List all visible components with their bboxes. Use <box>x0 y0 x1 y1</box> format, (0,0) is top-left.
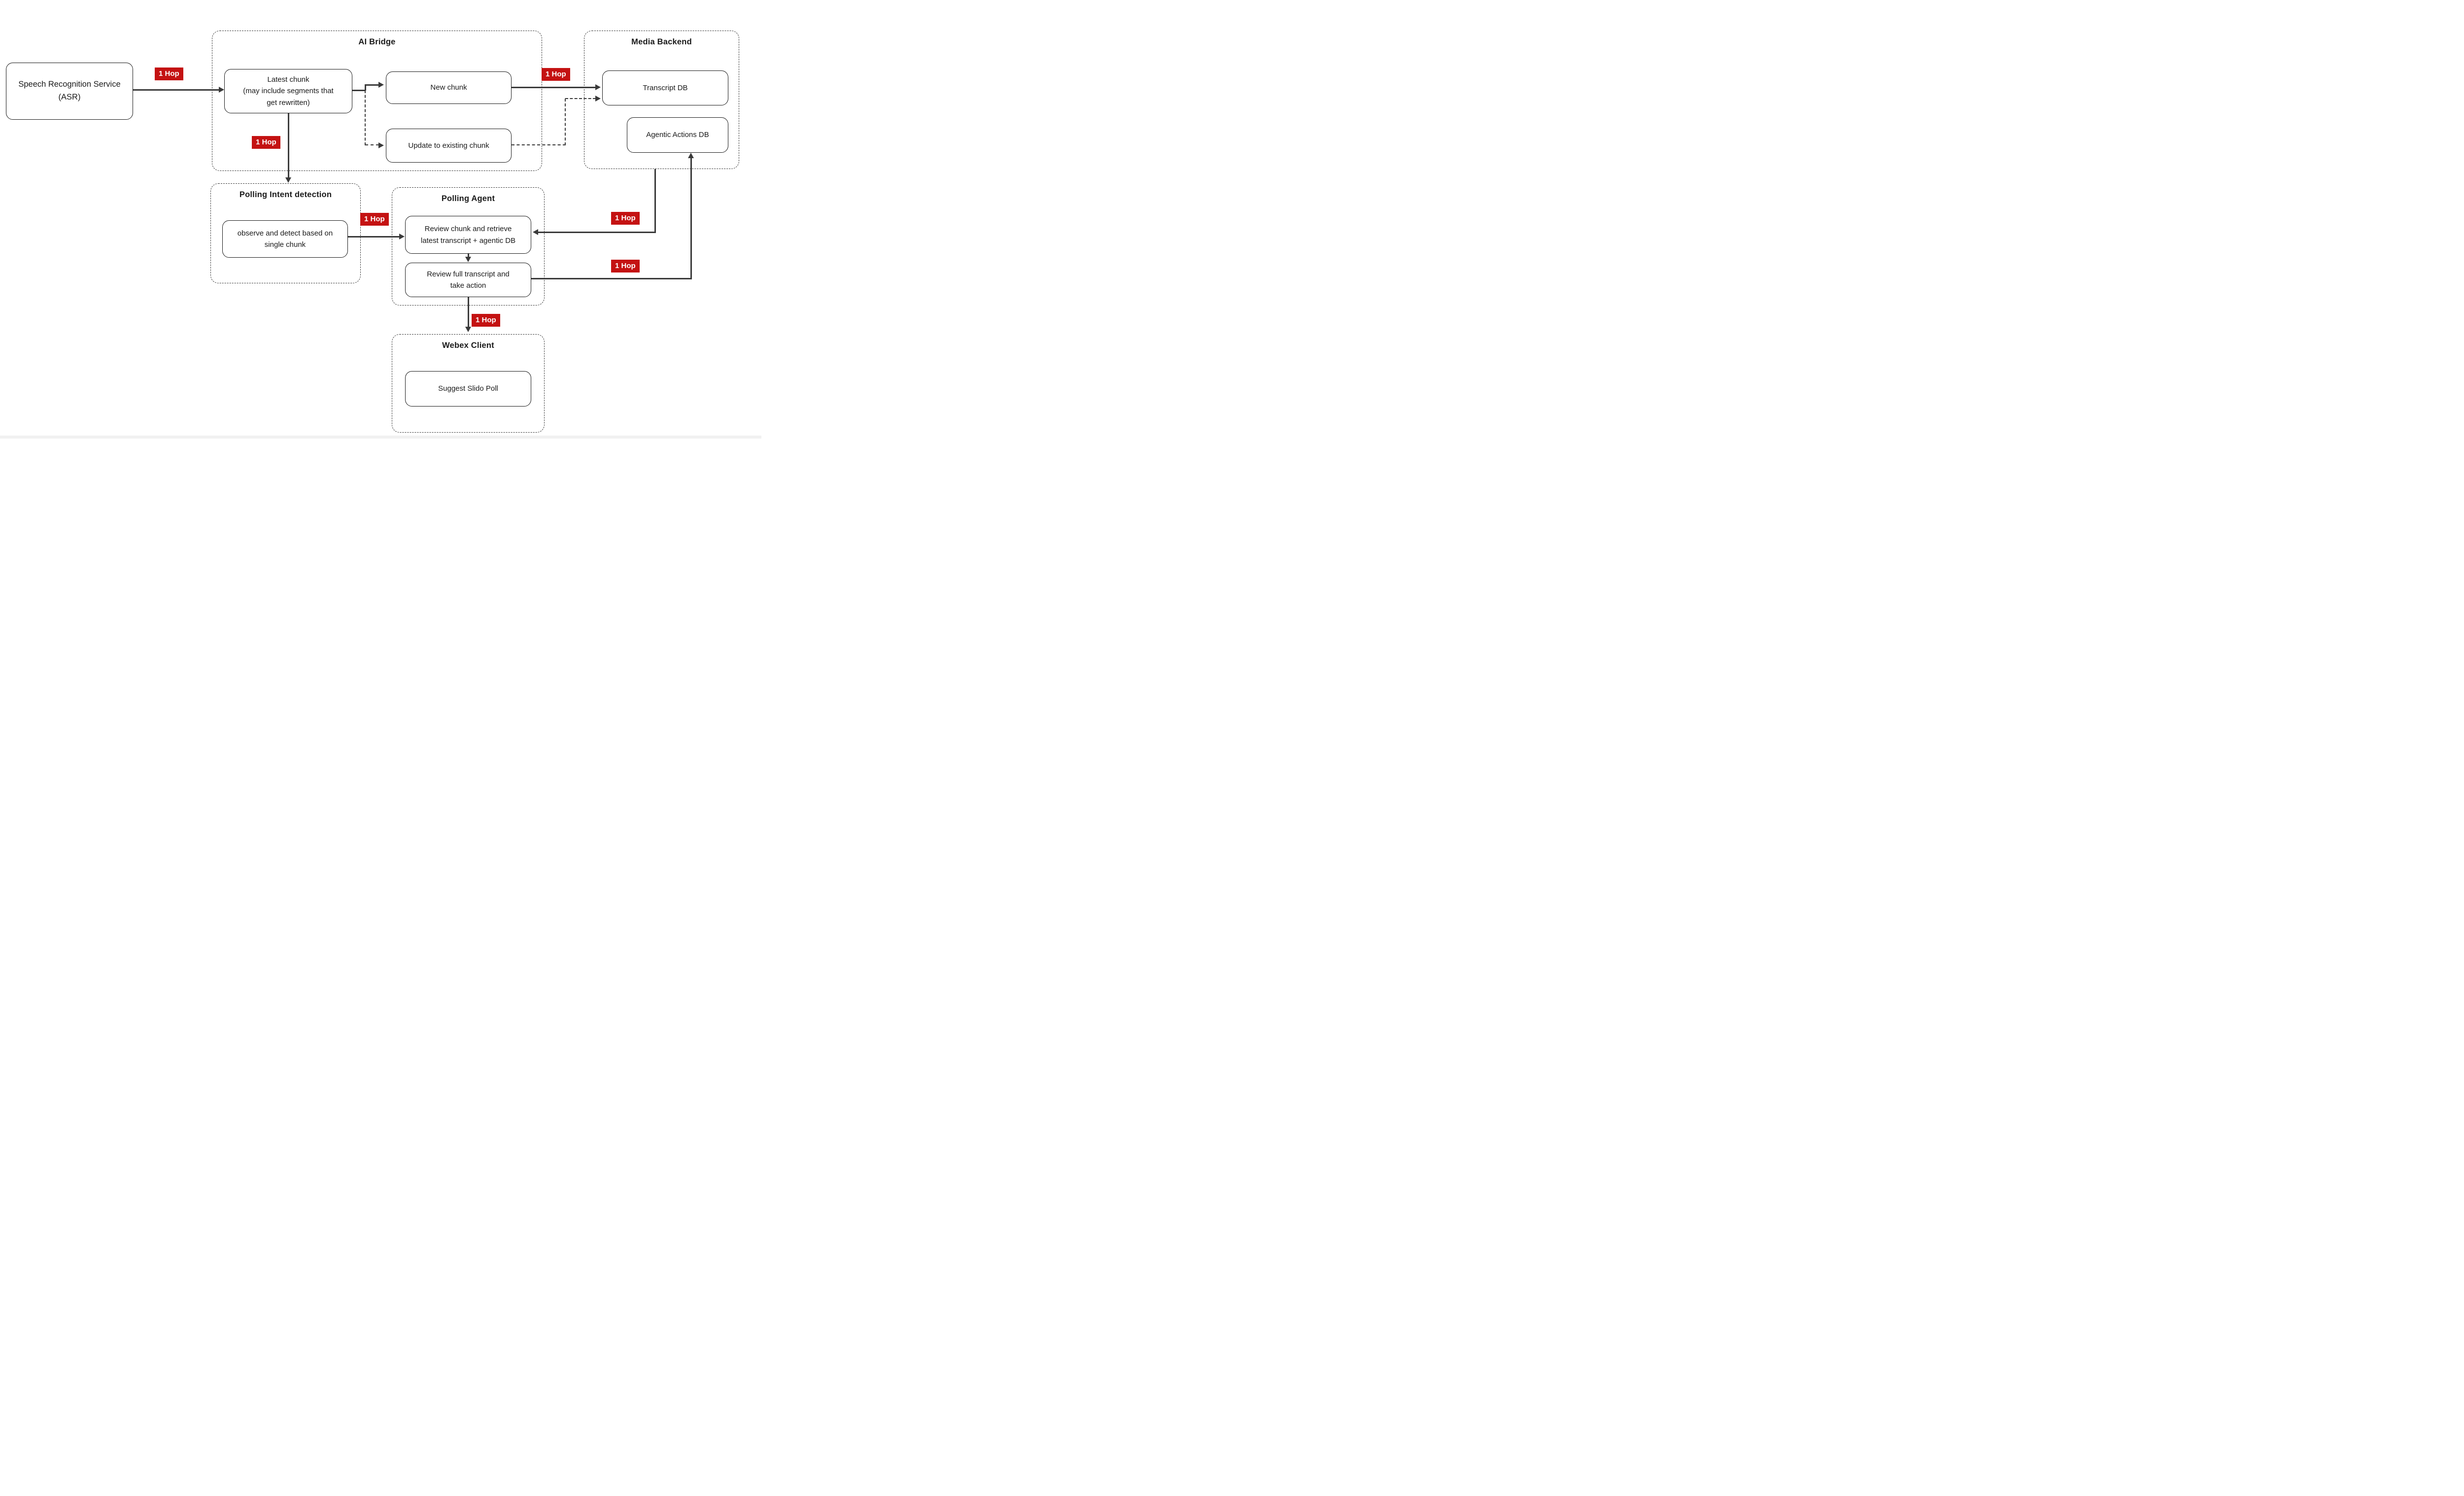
arrowhead-new-transcript <box>595 84 601 90</box>
group-webex-client: Webex Client <box>392 334 545 433</box>
node-agentic-actions-db: Agentic Actions DB <box>627 117 728 153</box>
arrowhead-latest-update <box>378 142 384 148</box>
node-label-update-chunk: Update to existing chunk <box>408 141 489 150</box>
node-observe-detect: observe and detect based on single chunk <box>222 220 348 258</box>
edge-latest-new-a <box>352 90 366 91</box>
node-speech-recognition-service: Speech Recognition Service (ASR) <box>6 63 133 120</box>
edge-asr-latest <box>133 89 222 91</box>
edge-new-transcript <box>512 87 596 88</box>
node-label-review-full: Review full transcript and take action <box>427 270 510 290</box>
window-bottom-strip <box>0 436 761 439</box>
group-title-polling-intent: Polling Intent detection <box>239 190 332 199</box>
node-label-review-chunk: Review chunk and retrieve latest transcr… <box>420 225 516 245</box>
node-label-observe-detect: observe and detect based on single chunk <box>237 229 333 249</box>
hop-badge: 1 Hop <box>360 213 389 226</box>
hop-badge: 1 Hop <box>252 136 280 149</box>
edge-latest-new-b <box>365 84 366 91</box>
arrowhead-review2-webex <box>465 327 471 332</box>
node-label-transcript-db: Transcript DB <box>643 83 688 92</box>
node-review-full-transcript: Review full transcript and take action <box>405 263 531 297</box>
edge-latest-intent <box>288 113 289 178</box>
edge-review2-agentic-v <box>690 156 692 279</box>
node-latest-chunk: Latest chunk (may include segments that … <box>224 69 352 113</box>
edge-update-transcript-b <box>565 99 566 145</box>
group-title-webex-client: Webex Client <box>442 341 494 350</box>
group-polling-intent: Polling Intent detection <box>210 183 361 283</box>
node-label-agentic-db: Agentic Actions DB <box>646 131 709 139</box>
hop-badge: 1 Hop <box>542 68 570 81</box>
edge-update-transcript-c <box>565 98 596 99</box>
arrowhead-media-review <box>533 229 538 235</box>
hop-badge: 1 Hop <box>472 314 500 327</box>
node-new-chunk: New chunk <box>386 71 512 104</box>
hop-badge: 1 Hop <box>155 68 183 80</box>
arrowhead-asr-latest <box>219 87 224 93</box>
node-label-latest-chunk: Latest chunk (may include segments that … <box>243 75 334 107</box>
node-label-asr: Speech Recognition Service (ASR) <box>18 80 121 102</box>
node-review-chunk: Review chunk and retrieve latest transcr… <box>405 216 531 254</box>
edge-update-transcript-a <box>512 144 566 145</box>
diagram-canvas: AI Bridge Media Backend Polling Intent d… <box>0 0 761 439</box>
edge-review2-agentic-h <box>531 278 692 279</box>
group-title-polling-agent: Polling Agent <box>441 194 495 203</box>
node-update-existing-chunk: Update to existing chunk <box>386 129 512 163</box>
node-suggest-slido-poll: Suggest Slido Poll <box>405 371 531 407</box>
node-transcript-db: Transcript DB <box>602 70 728 105</box>
group-title-media-backend: Media Backend <box>631 37 692 46</box>
arrowhead-update-transcript <box>595 96 601 102</box>
arrowhead-review2-agentic <box>688 153 694 158</box>
arrowhead-observe-review <box>399 234 405 239</box>
group-ai-bridge: AI Bridge <box>212 31 542 171</box>
arrowhead-review1-review2 <box>465 257 471 262</box>
hop-badge: 1 Hop <box>611 260 640 272</box>
edge-review2-webex <box>468 297 469 328</box>
edge-media-review-v <box>654 169 656 233</box>
group-title-ai-bridge: AI Bridge <box>358 37 396 46</box>
edge-latest-update-h <box>365 144 379 145</box>
edge-media-review-h <box>537 232 656 233</box>
node-label-new-chunk: New chunk <box>430 83 467 92</box>
edge-review1-review2 <box>468 254 469 258</box>
arrowhead-latest-new <box>378 82 384 88</box>
node-label-suggest-poll: Suggest Slido Poll <box>438 384 498 393</box>
edge-latest-new-c <box>365 84 381 86</box>
group-media-backend: Media Backend <box>584 31 739 169</box>
hop-badge: 1 Hop <box>611 212 640 225</box>
edge-latest-update-v <box>365 90 366 145</box>
arrowhead-latest-intent <box>285 177 291 183</box>
edge-observe-review <box>348 236 400 238</box>
